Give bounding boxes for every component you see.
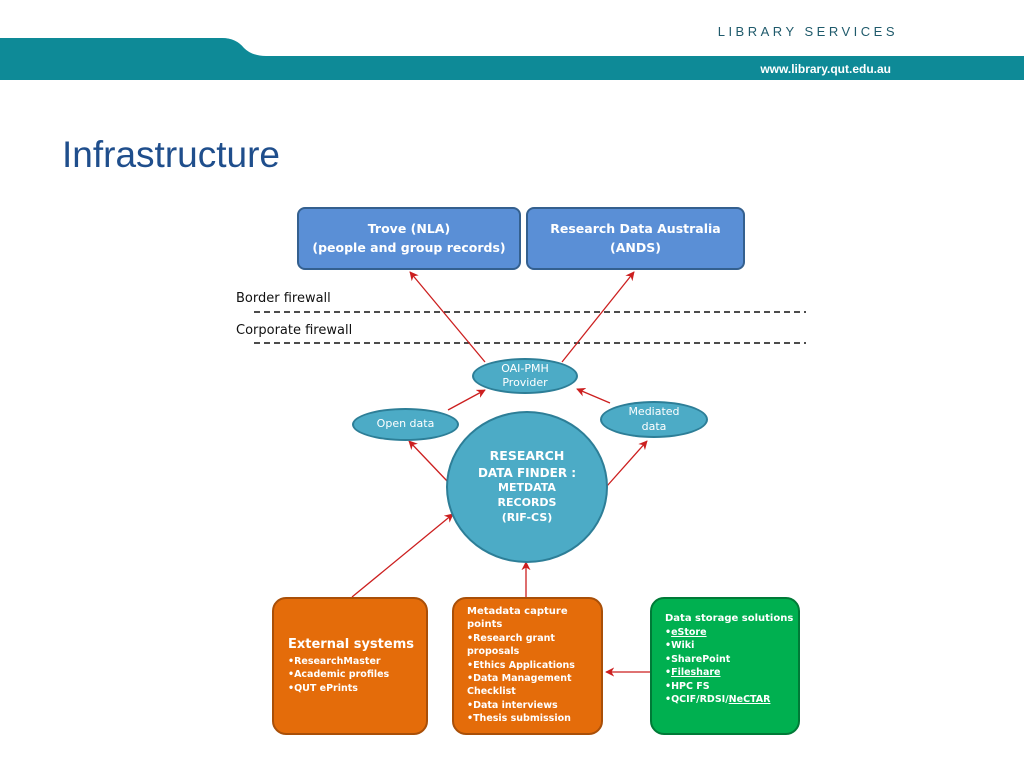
list-item: •Academic profiles <box>288 669 390 681</box>
oai-pmh-provider: OAI-PMH Provider <box>472 358 578 394</box>
arrow-finder-to-mediated <box>606 440 648 487</box>
mediated-data-node: Mediated data <box>600 401 708 438</box>
list-item: •Research grant <box>467 632 555 644</box>
arrow-external-to-finder <box>351 513 454 598</box>
border-firewall-label: Border firewall <box>236 291 331 306</box>
brand-text: LIBRARY SERVICES <box>717 24 898 39</box>
qcif-text: •QCIF/RDSI/ <box>665 694 729 706</box>
list-item: •Ethics Applications <box>467 659 575 671</box>
research-data-finder: RESEARCH DATA FINDER : METDATA RECORDS (… <box>446 411 608 563</box>
list-item: •Data interviews <box>467 699 558 711</box>
list-item: •SharePoint <box>665 653 731 665</box>
fileshare-link[interactable]: Fileshare <box>671 667 721 679</box>
list-item: •ResearchMaster <box>288 656 381 667</box>
list-item: •Data Management <box>467 673 572 685</box>
trove-title: Trove (NLA) <box>367 221 451 237</box>
rda-subtitle: (ANDS) <box>610 239 661 255</box>
arrow-finder-to-open <box>408 440 449 483</box>
oai-line2: Provider <box>502 376 548 389</box>
mediated-line2: data <box>641 419 667 433</box>
finder-line5: (RIF-CS) <box>501 510 553 524</box>
arrow-open-to-oai <box>447 389 486 411</box>
estore-link[interactable]: eStore <box>671 627 707 638</box>
trove-subtitle: (people and group records) <box>312 239 506 255</box>
rda-box: Research Data Australia (ANDS) <box>526 207 745 270</box>
metadata-capture-list: •Research grant proposals •Ethics Applic… <box>467 632 601 726</box>
corporate-firewall-label: Corporate firewall <box>236 323 353 338</box>
oai-line1: OAI-PMH <box>501 361 549 375</box>
external-systems-list: •ResearchMaster •Academic profiles •QUT … <box>288 655 426 695</box>
bullet: • <box>665 667 672 679</box>
data-storage-list: •eStore •Wiki •SharePoint •Fileshare •HP… <box>665 626 798 706</box>
list-item: •HPC FS <box>665 680 710 692</box>
list-item: •QUT ePrints <box>288 682 358 694</box>
metadata-title-line2: points <box>467 619 503 631</box>
data-storage-title: Data storage solutions <box>665 613 794 624</box>
open-data-node: Open data <box>352 408 459 441</box>
finder-line3: METDATA <box>498 481 556 495</box>
list-item: •Fileshare <box>665 666 798 679</box>
data-storage-box: Data storage solutions •eStore •Wiki •Sh… <box>650 597 800 735</box>
list-item: Checklist <box>467 686 516 698</box>
finder-line2: DATA FINDER : <box>477 466 577 481</box>
header-band <box>0 38 1024 80</box>
bullet: • <box>665 627 672 638</box>
slide-title: Infrastructure <box>62 134 280 175</box>
list-item: proposals <box>467 646 520 658</box>
trove-box: Trove (NLA) (people and group records) <box>297 207 521 270</box>
mediated-line1: Mediated <box>628 405 680 419</box>
external-systems-box: External systems •ResearchMaster •Academ… <box>272 597 428 735</box>
external-systems-title: External systems <box>288 637 414 652</box>
finder-line4: RECORDS <box>497 496 557 510</box>
open-data-label: Open data <box>376 417 435 431</box>
metadata-title-line1: Metadata capture <box>467 606 568 617</box>
arrow-oai-to-rda <box>561 271 635 363</box>
list-item: •eStore <box>665 626 798 639</box>
list-item: •Wiki <box>665 640 695 652</box>
arrow-oai-to-trove <box>409 271 486 363</box>
rda-title: Research Data Australia <box>550 221 721 237</box>
arrow-mediated-to-oai <box>576 388 611 404</box>
metadata-capture-box: Metadata capture points •Research grant … <box>452 597 603 735</box>
nectar-link[interactable]: NeCTAR <box>728 694 771 706</box>
list-item: •QCIF/RDSI/NeCTAR <box>665 693 798 706</box>
website-url[interactable]: www.library.qut.edu.au <box>760 62 891 76</box>
list-item: •Thesis submission <box>467 713 571 725</box>
finder-line1: RESEARCH <box>489 448 565 464</box>
